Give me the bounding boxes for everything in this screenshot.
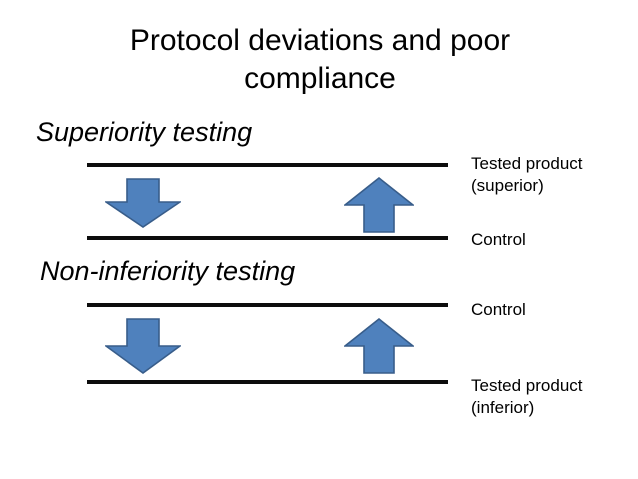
label-tested-product-superior: Tested product (superior) [471, 154, 583, 195]
label-control-non-inferiority: Control [471, 300, 526, 319]
section-heading-superiority: Superiority testing [36, 117, 253, 147]
label-tested-product-inferior: Tested product (inferior) [471, 376, 583, 417]
page-title: Protocol deviations and poor compliance [129, 24, 511, 95]
non-inferiority-up-arrow-icon [344, 318, 414, 374]
label-control-superiority: Control [471, 230, 526, 249]
non-inferiority-top-rule [87, 303, 448, 307]
superiority-bottom-rule [87, 236, 448, 240]
non-inferiority-down-arrow-icon [105, 318, 181, 374]
superiority-up-arrow-icon [344, 177, 414, 233]
non-inferiority-bottom-rule [87, 380, 448, 384]
superiority-down-arrow-icon [105, 178, 181, 228]
section-heading-non-inferiority: Non-inferiority testing [40, 256, 296, 286]
superiority-top-rule [87, 163, 448, 167]
